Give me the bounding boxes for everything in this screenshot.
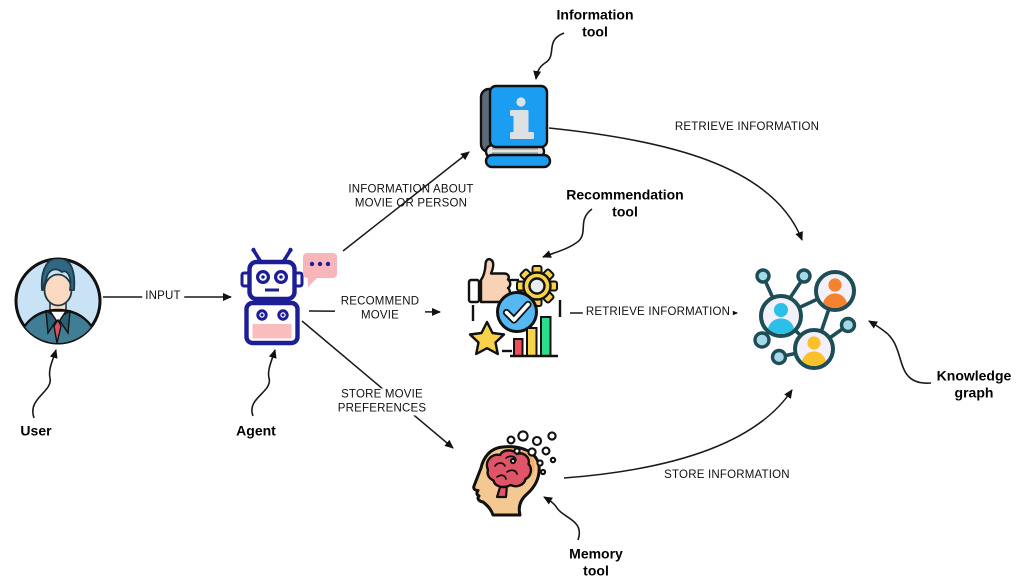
brain-icon bbox=[485, 449, 533, 499]
robot-head bbox=[247, 259, 297, 302]
agent-icon bbox=[240, 247, 304, 346]
memory-tool-label-pointer-arrow bbox=[543, 496, 581, 541]
user-icon bbox=[14, 257, 102, 345]
information-tool-label: Information tool bbox=[556, 6, 634, 39]
kg-person-node-yellow bbox=[793, 328, 835, 370]
edge-agent-to-memory-tool bbox=[301, 320, 454, 449]
book-info-glyph bbox=[510, 97, 534, 139]
edge-store-information-label: STORE INFORMATION bbox=[664, 469, 790, 482]
information-tool-icon bbox=[479, 84, 552, 169]
edge-information-about-label: INFORMATION ABOUT MOVIE OR PERSON bbox=[348, 183, 474, 209]
edge-agent-to-information-tool bbox=[342, 151, 470, 252]
recommendation-tool-label-pointer-arrow bbox=[542, 208, 593, 258]
kg-satellite-nodes bbox=[753, 268, 857, 366]
kg-person-node-orange bbox=[814, 270, 856, 312]
edge-store-preferences-label: STORE MOVIE PREFERENCES bbox=[327, 388, 437, 416]
kg-person-node-cyan bbox=[759, 294, 803, 338]
edge-retrieve-information-top-label: RETRIEVE INFORMATION bbox=[674, 121, 820, 134]
recommendation-tool-icon bbox=[467, 257, 562, 358]
agent-label: Agent bbox=[236, 422, 276, 439]
user-label-pointer-arrow bbox=[32, 349, 58, 419]
memory-bubbles bbox=[506, 430, 557, 476]
agent-label-pointer-arrow bbox=[251, 349, 277, 417]
knowledge-graph-label-pointer-arrow bbox=[868, 320, 932, 384]
user-label: User bbox=[20, 422, 52, 439]
recommendation-tool-label: Recommendation tool bbox=[566, 186, 684, 219]
user-face bbox=[43, 273, 73, 307]
rec-dashed-frame bbox=[471, 278, 562, 353]
edge-recommend-movie-label: RECOMMEND MOVIE bbox=[335, 295, 425, 323]
speech-bubble-icon bbox=[303, 253, 337, 287]
star-icon bbox=[468, 320, 506, 356]
memory-tool-icon bbox=[472, 430, 557, 517]
edge-retrieve-information-mid-label: RETRIEVE INFORMATION bbox=[582, 306, 734, 320]
edge-input-label: INPUT bbox=[142, 290, 184, 304]
thumbs-up-icon bbox=[467, 257, 512, 304]
checkmark-icon bbox=[496, 291, 538, 333]
bar-chart-icon bbox=[510, 316, 558, 358]
gear-icon bbox=[516, 265, 558, 307]
edge-memory-tool-to-knowledge-graph bbox=[563, 389, 793, 479]
user-tie bbox=[53, 318, 62, 343]
information-tool-label-pointer-arrow bbox=[533, 32, 565, 80]
knowledge-graph-icon bbox=[753, 268, 857, 370]
edge-information-tool-to-knowledge-graph bbox=[548, 127, 803, 241]
user-hair bbox=[40, 259, 76, 291]
knowledge-graph-label: Knowledge graph bbox=[936, 367, 1012, 400]
memory-tool-label: Memory tool bbox=[569, 545, 623, 578]
